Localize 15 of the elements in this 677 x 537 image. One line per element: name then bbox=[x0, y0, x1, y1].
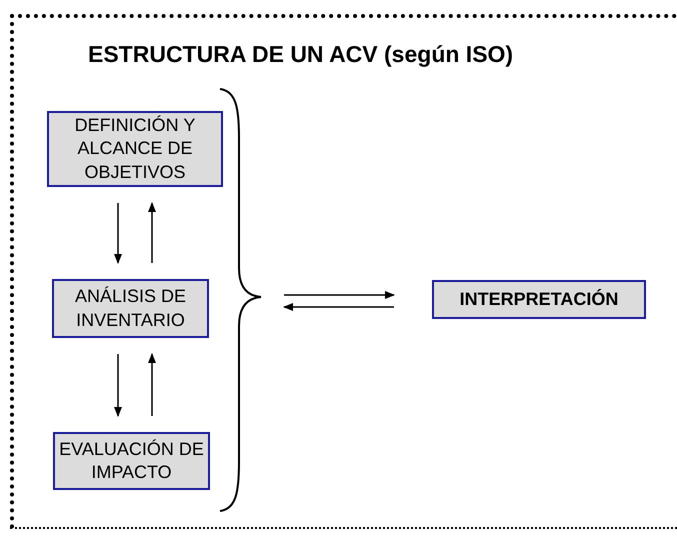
process-box bbox=[47, 111, 223, 187]
box-label: ANÁLISIS DE INVENTARIO bbox=[74, 285, 188, 332]
box-label: EVALUACIÓN DE IMPACTO bbox=[59, 438, 204, 484]
arrow bbox=[283, 303, 394, 311]
arrow bbox=[148, 353, 156, 416]
process-box bbox=[53, 432, 210, 490]
arrow bbox=[284, 291, 395, 299]
arrow bbox=[148, 202, 156, 263]
box-label: DEFINICIÓN Y ALCANCE DE OBJETIVOS bbox=[74, 114, 196, 184]
arrow bbox=[114, 203, 122, 264]
process-box bbox=[432, 280, 646, 319]
diagram-title: ESTRUCTURA DE UN ACV (según ISO) bbox=[88, 40, 514, 69]
process-box bbox=[52, 279, 209, 338]
arrow bbox=[114, 354, 122, 417]
box-label: INTERPRETACIÓN bbox=[460, 288, 618, 311]
